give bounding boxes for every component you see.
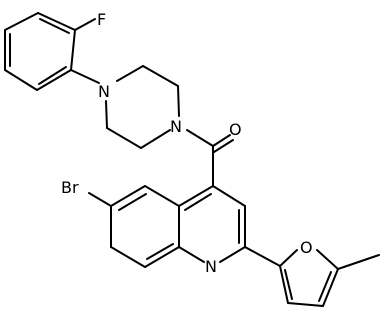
methyl-bond [337,254,380,270]
piperazine-n-upper-label: N [98,82,110,101]
bromine-label: Br [61,178,79,197]
carbonyl-oxygen-label: O [229,120,242,139]
aryl-piperazine-bond [70,69,100,84]
quinoline-nitrogen-label: N [205,257,217,276]
furan-ring [279,249,339,307]
fluorine-bond [74,18,96,31]
piperazine-ring [105,65,180,149]
furan-oxygen-label: O [300,238,313,257]
quinoline-ring-system [110,185,246,268]
fluorophenyl-ring [4,12,76,91]
bromine-bond [88,192,112,207]
quinoline-furan-bond [244,246,281,267]
piperazine-n-lower-label: N [170,117,182,136]
fluorine-label: F [97,10,106,29]
carbonyl-group [186,129,234,187]
